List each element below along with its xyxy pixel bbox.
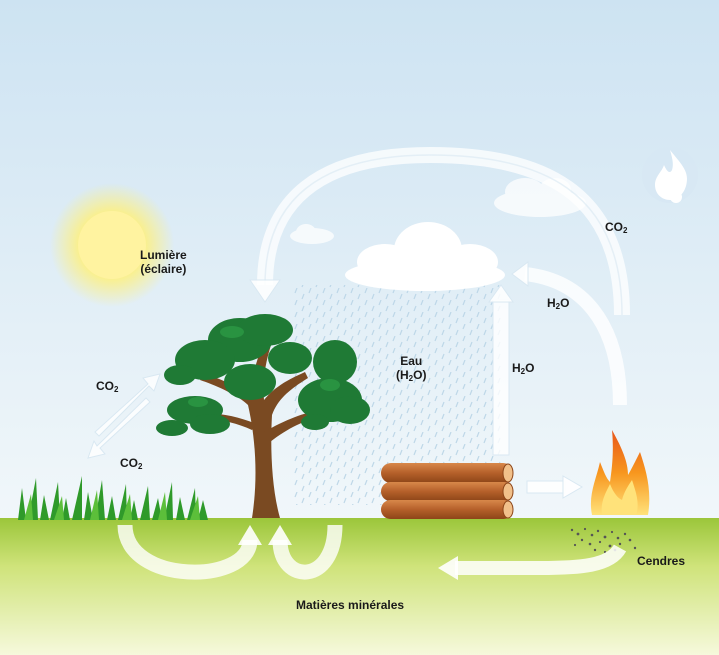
co2-label-fire: CO2 <box>605 220 628 235</box>
ground <box>0 518 719 655</box>
h2o-label-fire: H2O <box>547 296 570 311</box>
cloud-icon <box>345 222 505 291</box>
light-label: Lumière (éclaire) <box>140 248 187 276</box>
arrow-h2o-wood-to-cloud <box>488 284 514 456</box>
grass-icon <box>18 476 208 520</box>
arrow-wood-to-fire <box>526 475 583 499</box>
co2-label-lower: CO2 <box>120 456 143 471</box>
h2o-label-wood: H2O <box>512 361 535 376</box>
light-label-line2: (éclaire) <box>140 262 187 276</box>
ashes-label: Cendres <box>637 554 686 568</box>
arrow-co2-exchange <box>87 373 161 459</box>
arrow-minerals-loop <box>117 524 343 580</box>
sun-icon <box>50 183 174 307</box>
water-label-line1: Eau <box>400 354 423 368</box>
arrow-h2o-fire-to-cloud <box>511 261 627 406</box>
tree-icon <box>156 314 370 518</box>
water-label-line2: (H2O) <box>396 368 427 383</box>
cloud-icon <box>290 178 586 244</box>
arrow-ashes-to-ground <box>438 543 627 580</box>
wood-logs-icon <box>381 463 514 519</box>
co2-label-upper: CO2 <box>96 379 119 394</box>
fire-icon <box>590 430 650 515</box>
arrow-co2-fire-to-tree <box>249 146 630 316</box>
minerals-label: Matières minérales <box>296 598 405 612</box>
flame-logo-icon <box>642 147 698 203</box>
water-label: Eau (H2O) <box>396 354 426 386</box>
light-label-line1: Lumière <box>140 248 187 262</box>
